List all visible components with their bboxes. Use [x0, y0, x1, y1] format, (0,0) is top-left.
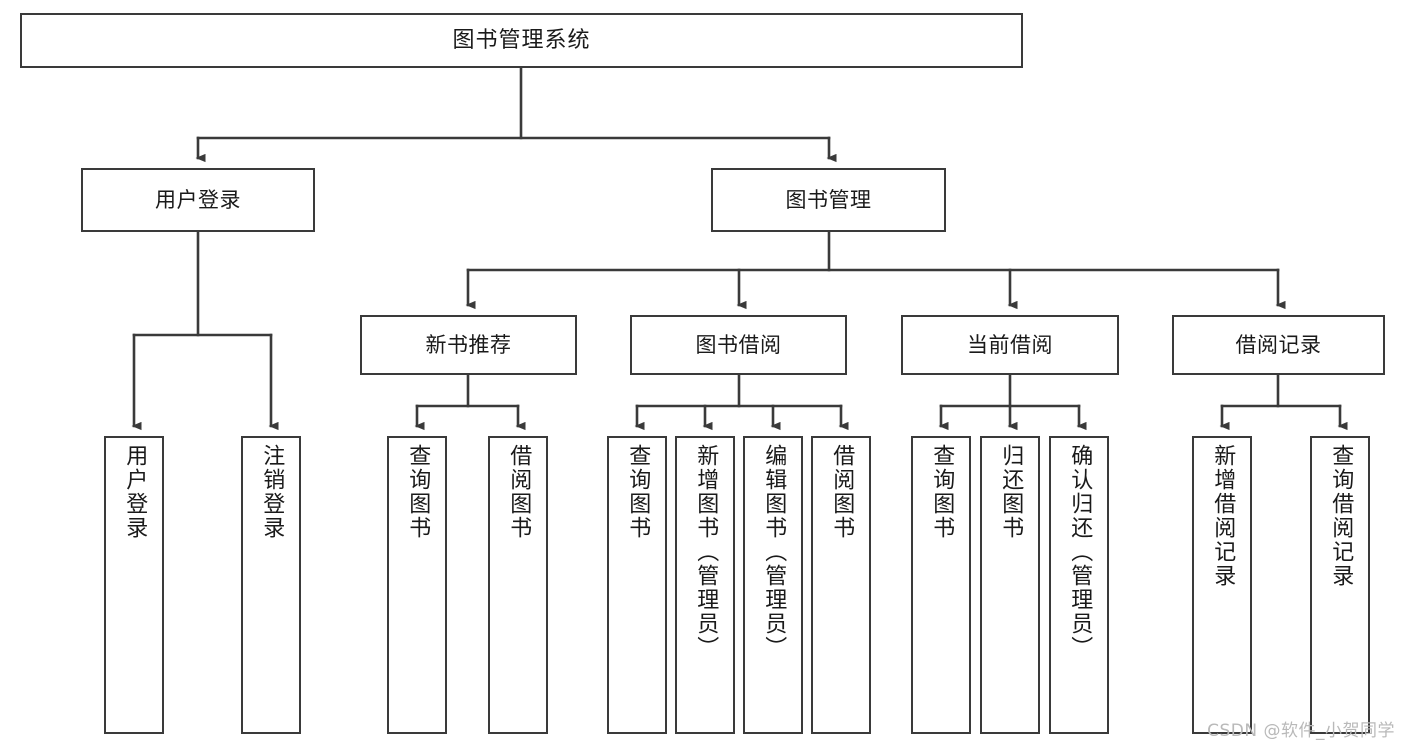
- leaf-return-book[interactable]: 归还图书: [980, 436, 1040, 734]
- node-label: 查询图书: [625, 444, 651, 540]
- node-label: 用户登录: [122, 444, 148, 540]
- node-label: 图书借阅: [695, 332, 782, 357]
- node-user-login[interactable]: 用户登录: [81, 168, 315, 232]
- node-label: 图书管理: [785, 187, 872, 212]
- node-label: 借阅图书: [829, 444, 855, 540]
- node-label: 借阅图书: [506, 444, 532, 540]
- leaf-borrow-book-recommend[interactable]: 借阅图书: [488, 436, 548, 734]
- node-label: 注销登录: [259, 444, 285, 540]
- node-borrow-record[interactable]: 借阅记录: [1172, 315, 1385, 375]
- node-label: 查询图书: [929, 444, 955, 540]
- node-book-borrow[interactable]: 图书借阅: [630, 315, 847, 375]
- node-label: 查询借阅记录: [1328, 444, 1354, 588]
- node-label: 归还图书: [998, 444, 1024, 540]
- node-label: 新增借阅记录: [1210, 444, 1236, 588]
- leaf-borrow-book[interactable]: 借阅图书: [811, 436, 871, 734]
- node-label: 查询图书: [405, 444, 431, 540]
- leaf-confirm-return-admin[interactable]: 确认归还（管理员）: [1049, 436, 1109, 734]
- leaf-query-book-current[interactable]: 查询图书: [911, 436, 971, 734]
- node-new-book-recommend[interactable]: 新书推荐: [360, 315, 577, 375]
- node-label: 图书管理系统: [452, 27, 591, 53]
- node-label: 用户登录: [155, 187, 241, 212]
- node-label: 编辑图书（管理员）: [761, 444, 787, 660]
- leaf-logout[interactable]: 注销登录: [241, 436, 301, 734]
- node-root-system[interactable]: 图书管理系统: [20, 13, 1023, 68]
- node-label: 借阅记录: [1235, 332, 1322, 357]
- leaf-query-borrow-record[interactable]: 查询借阅记录: [1310, 436, 1370, 734]
- leaf-edit-book-admin[interactable]: 编辑图书（管理员）: [743, 436, 803, 734]
- node-label: 新书推荐: [425, 332, 512, 357]
- node-label: 当前借阅: [967, 332, 1053, 357]
- node-book-management[interactable]: 图书管理: [711, 168, 946, 232]
- node-label: 确认归还（管理员）: [1067, 444, 1093, 660]
- node-current-borrow[interactable]: 当前借阅: [901, 315, 1119, 375]
- node-label: 新增图书（管理员）: [693, 444, 719, 660]
- leaf-query-book-borrow[interactable]: 查询图书: [607, 436, 667, 734]
- leaf-user-login[interactable]: 用户登录: [104, 436, 164, 734]
- leaf-query-book-recommend[interactable]: 查询图书: [387, 436, 447, 734]
- csdn-watermark: CSDN @软件_小贺同学: [1207, 721, 1395, 741]
- leaf-add-borrow-record[interactable]: 新增借阅记录: [1192, 436, 1252, 734]
- leaf-add-book-admin[interactable]: 新增图书（管理员）: [675, 436, 735, 734]
